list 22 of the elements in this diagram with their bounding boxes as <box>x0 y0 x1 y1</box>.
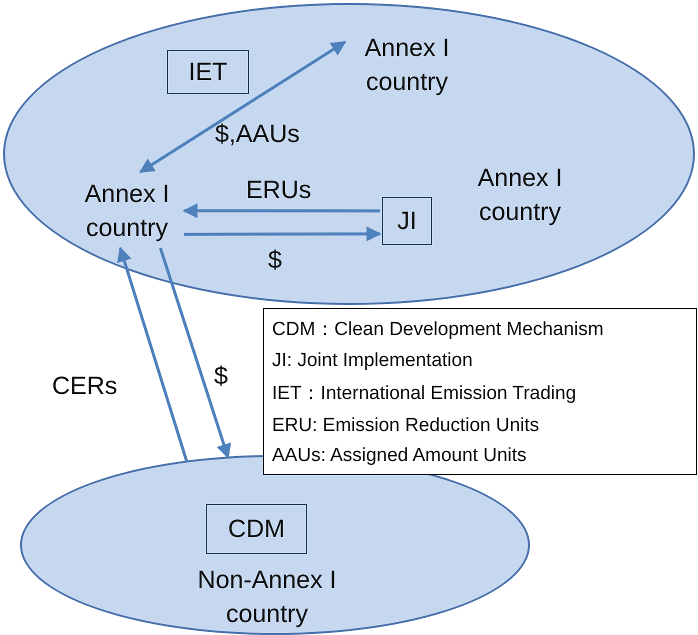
mechanism-box: JI <box>382 197 432 245</box>
abbreviation-text: AAUs: Assigned Amount Units <box>272 444 528 467</box>
country-label: Annex I country <box>462 158 578 234</box>
abbreviation-text: CDM：Clean Development Mechanism <box>272 318 605 342</box>
arrow <box>182 203 380 218</box>
arrow <box>117 246 188 462</box>
mechanism-box: CDM <box>206 504 307 554</box>
arrow <box>184 226 382 242</box>
edge-label: ERUs <box>246 176 312 205</box>
abbreviation-text: JI: Joint Implementation <box>272 350 474 372</box>
edge-label: $ <box>214 362 228 391</box>
country-label: Annex I country <box>347 28 467 104</box>
mechanism-box: IET <box>167 50 249 94</box>
edge-label: $ <box>268 246 282 275</box>
abbreviation-text: ERU: Emission Reduction Units <box>272 414 540 437</box>
edge-label: $,AAUs <box>215 120 300 149</box>
arrow <box>139 40 346 174</box>
country-label: Non-Annex I country <box>172 560 362 635</box>
abbreviation-text: IET：International Emission Trading <box>272 382 578 406</box>
edge-label: CERs <box>52 372 118 401</box>
arrow <box>158 248 232 459</box>
country-label: Annex I country <box>68 174 186 250</box>
